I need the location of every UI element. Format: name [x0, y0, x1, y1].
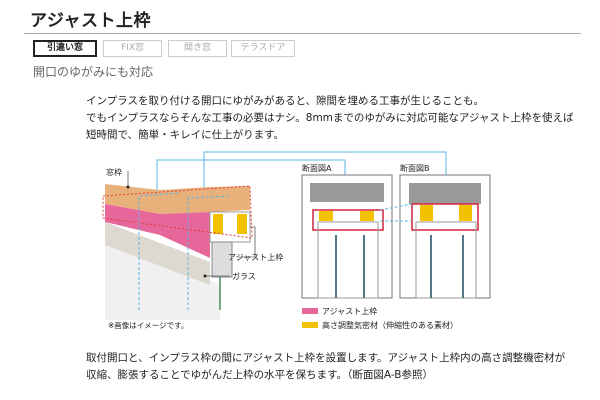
legend-label: アジャスト上枠 — [322, 306, 377, 316]
explanation-line: 収縮、膨張することでゆがんだ上枠の水平を保ちます。（断面図A-B参照） — [86, 369, 433, 381]
tab-casement-window[interactable]: 開き窓 — [168, 40, 227, 57]
legend-swatch-adjust-frame — [302, 308, 318, 314]
explanation-text: 取付開口と、インプラス枠の間にアジャスト上枠を設置します。アジャスト上枠内の高さ… — [86, 350, 591, 384]
tab-sliding-window[interactable]: 引違い窓 — [33, 40, 97, 57]
intro-line: でもインプラスならそんな工事の必要はナシ。8mmまでのゆがみに対応可能なアジャス… — [86, 112, 574, 124]
connector-lines — [156, 151, 447, 195]
legend-label: 高さ調整気密材（伸縮性のある素材） — [322, 320, 458, 330]
page-title: アジャスト上枠 — [30, 11, 151, 31]
subtitle: 開口のゆがみにも対応 — [33, 65, 154, 79]
label-window-frame: 窓枠 — [106, 167, 122, 177]
title-divider — [24, 33, 581, 34]
section-b-title: 断面図B — [400, 163, 430, 173]
label-glass: ガラス — [232, 271, 256, 281]
intro-line: 短時間で、簡単・キレイに仕上がります。 — [86, 129, 285, 141]
frame-illustration — [102, 171, 256, 320]
section-b-drawing — [379, 174, 491, 299]
image-note: ※画像はイメージです。 — [108, 320, 188, 330]
legend-swatch-seal — [302, 322, 318, 328]
section-a-title: 断面図A — [302, 163, 332, 173]
explanation-line: 取付開口と、インプラス枠の間にアジャスト上枠を設置します。アジャスト上枠内の高さ… — [86, 352, 566, 364]
tab-fix-window[interactable]: FIX窓 — [103, 40, 162, 57]
intro-line: インプラスを取り付ける開口にゆがみがあると、隙間を埋める工事が生じることも。 — [86, 95, 485, 107]
intro-text: インプラスを取り付ける開口にゆがみがあると、隙間を埋める工事が生じることも。 で… — [86, 93, 591, 144]
label-adjust-frame: アジャスト上枠 — [228, 252, 283, 262]
tab-terrace-door[interactable]: テラスドア — [231, 40, 295, 57]
section-a-drawing — [301, 174, 393, 299]
